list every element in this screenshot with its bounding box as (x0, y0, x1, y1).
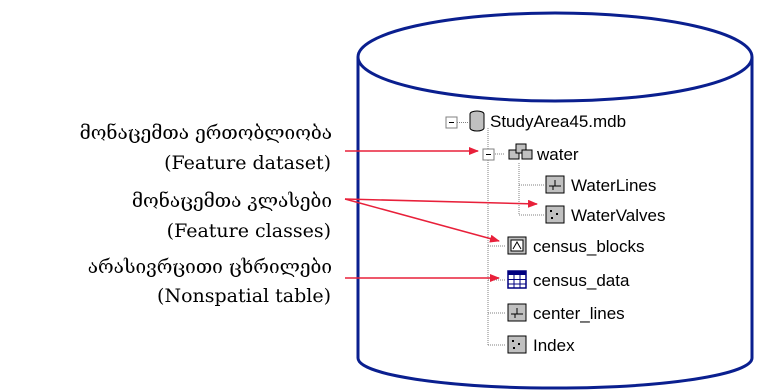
tree-item-watervalves[interactable]: WaterValves (571, 206, 666, 225)
cylinder-bottom (356, 357, 754, 390)
database-icon (469, 110, 485, 132)
table-icon (507, 270, 527, 289)
point-feature-class-icon (545, 205, 565, 224)
feature-dataset-icon (508, 143, 533, 160)
tree-root-label[interactable]: StudyArea45.mdb (490, 112, 627, 131)
tree-item-waterlines[interactable]: WaterLines (571, 176, 657, 195)
cylinder-top (356, 11, 754, 103)
label-table-geo: არასივრცითი ცხრილები (87, 256, 332, 278)
tree-item-census-blocks[interactable]: census_blocks (533, 237, 645, 256)
line-feature-class-icon (545, 175, 565, 194)
tree-item-census-data[interactable]: census_data (533, 271, 630, 290)
line-feature-class-icon-2 (507, 303, 527, 322)
label-classes-geo: მონაცემთა კლასები (131, 190, 332, 212)
arrow-to-census-blocks (344, 198, 500, 243)
label-dataset-en: (Feature dataset) (164, 152, 331, 174)
label-classes-en: (Feature classes) (166, 220, 331, 242)
label-dataset-geo: მონაცემთა ერთობლიობა (79, 122, 332, 144)
database-cylinder (356, 11, 754, 390)
point-feature-class-icon-2 (507, 335, 527, 354)
tree-item-index[interactable]: Index (533, 336, 575, 355)
label-table-en: (Nonspatial table) (157, 285, 331, 307)
tree-dataset-label[interactable]: water (537, 145, 579, 164)
polygon-feature-class-icon (507, 236, 527, 255)
arrow-to-waterlines (344, 198, 538, 208)
collapse-box-water[interactable] (482, 148, 495, 161)
collapse-box-root[interactable] (445, 116, 468, 129)
annotation-arrows (344, 147, 538, 282)
tree-item-center-lines[interactable]: center_lines (533, 304, 625, 323)
